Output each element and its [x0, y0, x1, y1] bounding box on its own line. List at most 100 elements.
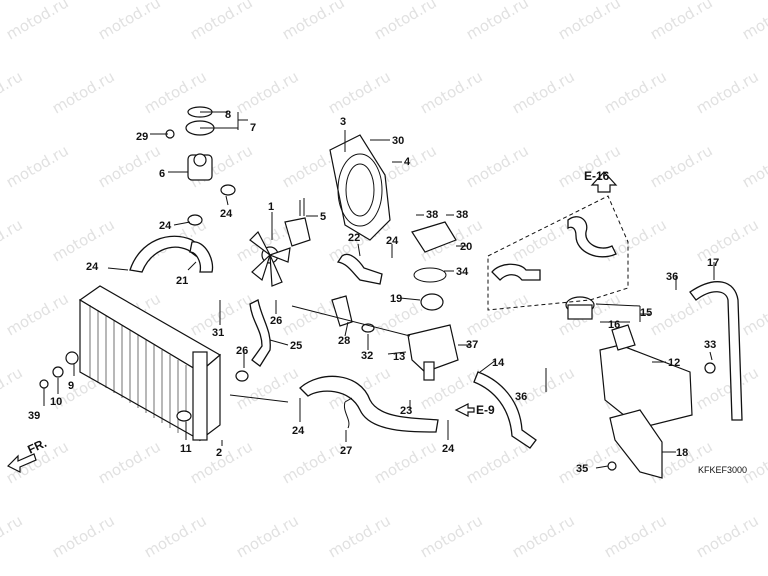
watermark-text: motod.ru: [463, 437, 532, 487]
callout-31: 31: [212, 327, 224, 339]
watermark-text: motod.ru: [601, 215, 670, 265]
watermark-text: motod.ru: [371, 0, 440, 43]
leader-lines: [43, 111, 715, 469]
watermark-text: motod.ru: [187, 0, 256, 43]
callout-24a: 24: [159, 220, 172, 232]
watermark-text: motod.ru: [693, 511, 762, 561]
thermostat-housing: [331, 221, 459, 381]
callout-33: 33: [704, 339, 716, 351]
watermark-text: motod.ru: [0, 363, 26, 413]
callout-10: 10: [50, 396, 62, 408]
watermark-text: motod.ru: [601, 511, 670, 561]
callout-9: 9: [68, 380, 74, 392]
watermark-text: motod.ru: [417, 511, 486, 561]
callout-24f: 24: [442, 443, 455, 455]
watermark-text: motod.ru: [739, 437, 768, 487]
watermark-text: motod.ru: [95, 437, 164, 487]
callout-24c: 24: [386, 235, 399, 247]
e9-arrow: [454, 403, 475, 417]
radiator-side-tank: [192, 351, 208, 441]
callout-7: 7: [250, 122, 256, 134]
callout-38a: 38: [426, 209, 438, 221]
callout-3: 3: [340, 116, 346, 128]
callout-36a: 36: [515, 391, 527, 403]
watermark-text: motod.ru: [0, 67, 26, 117]
watermark-text: motod.ru: [509, 215, 578, 265]
callout-37: 37: [466, 339, 478, 351]
callout-15: 15: [640, 307, 652, 319]
watermark-text: motod.ru: [739, 141, 768, 191]
callout-13: 13: [393, 351, 405, 363]
watermark-text: motod.ru: [49, 511, 118, 561]
diagram-code: KFKEF3000: [698, 465, 747, 475]
watermark-text: motod.ru: [141, 511, 210, 561]
bolt-39: [39, 379, 49, 389]
watermark-text: motod.ru: [417, 67, 486, 117]
watermark-text: motod.ru: [95, 141, 164, 191]
callout-22: 22: [348, 232, 360, 244]
callout-5: 5: [320, 211, 326, 223]
watermark-text: motod.ru: [279, 437, 348, 487]
watermark-text: motod.ru: [693, 363, 762, 413]
callout-34: 34: [456, 266, 469, 278]
radiator-assembly: [39, 285, 249, 442]
watermark-text: motod.ru: [647, 0, 716, 43]
e16-arrow: [590, 171, 618, 193]
callout-16: 16: [608, 319, 620, 331]
watermark-text: motod.ru: [49, 215, 118, 265]
callout-26b: 26: [236, 345, 248, 357]
callout-20: 20: [460, 241, 472, 253]
watermark-text: motod.ru: [693, 215, 762, 265]
watermark-text: motod.ru: [3, 141, 72, 191]
fan-assembly: [249, 134, 391, 287]
callout-2: 2: [216, 447, 222, 459]
ref-e9: E-9: [476, 403, 495, 417]
watermark-text: motod.ru: [647, 141, 716, 191]
grommet-11: [176, 410, 192, 422]
watermark-text: motod.ru: [187, 437, 256, 487]
callout-29: 29: [136, 131, 148, 143]
callout-11: 11: [180, 443, 192, 455]
watermark-text: motod.ru: [509, 67, 578, 117]
callout-24e: 24: [292, 425, 305, 437]
watermark-text: motod.ru: [3, 0, 72, 43]
ref-e16: E-16: [584, 169, 610, 183]
callout-8: 8: [225, 109, 231, 121]
grommet-9: [65, 351, 79, 365]
callout-labels: 8 7 29 6 24 24 1 5 3 30 4 22 24 38 38 20…: [28, 109, 719, 475]
watermark-layer: motod.ru motod.ru motod.ru motod.ru motod.ru…: [0, 0, 768, 561]
watermark-text: motod.ru: [509, 511, 578, 561]
e16-group-box: [487, 195, 629, 311]
callout-26a: 26: [270, 315, 282, 327]
watermark-text: motod.ru: [325, 511, 394, 561]
callout-21: 21: [176, 275, 188, 287]
callout-24d: 24: [86, 261, 99, 273]
watermark-text: motod.ru: [555, 0, 624, 43]
watermark-text: motod.ru: [325, 67, 394, 117]
callout-6: 6: [159, 168, 165, 180]
watermark-text: motod.ru: [509, 363, 578, 413]
callout-35: 35: [576, 463, 588, 475]
watermark-text: motod.ru: [233, 67, 302, 117]
collar-10: [52, 366, 64, 378]
watermark-text: motod.ru: [739, 0, 768, 43]
callout-4: 4: [404, 156, 411, 168]
front-arrow-icon: [6, 453, 37, 473]
watermark-text: motod.ru: [463, 141, 532, 191]
watermark-text: motod.ru: [95, 0, 164, 43]
callout-32: 32: [361, 350, 373, 362]
watermark-text: motod.ru: [371, 437, 440, 487]
hoses: [129, 216, 743, 449]
watermark-text: motod.ru: [601, 67, 670, 117]
filler-neck-cap: [165, 106, 236, 226]
callout-30: 30: [392, 135, 404, 147]
callout-17: 17: [707, 257, 719, 269]
watermark-text: motod.ru: [739, 289, 768, 339]
reserve-tank: [565, 296, 716, 479]
watermark-text: motod.ru: [49, 67, 118, 117]
callout-39: 39: [28, 410, 40, 422]
callout-28: 28: [338, 335, 350, 347]
watermark-text: motod.ru: [463, 0, 532, 43]
callout-36b: 36: [666, 271, 678, 283]
